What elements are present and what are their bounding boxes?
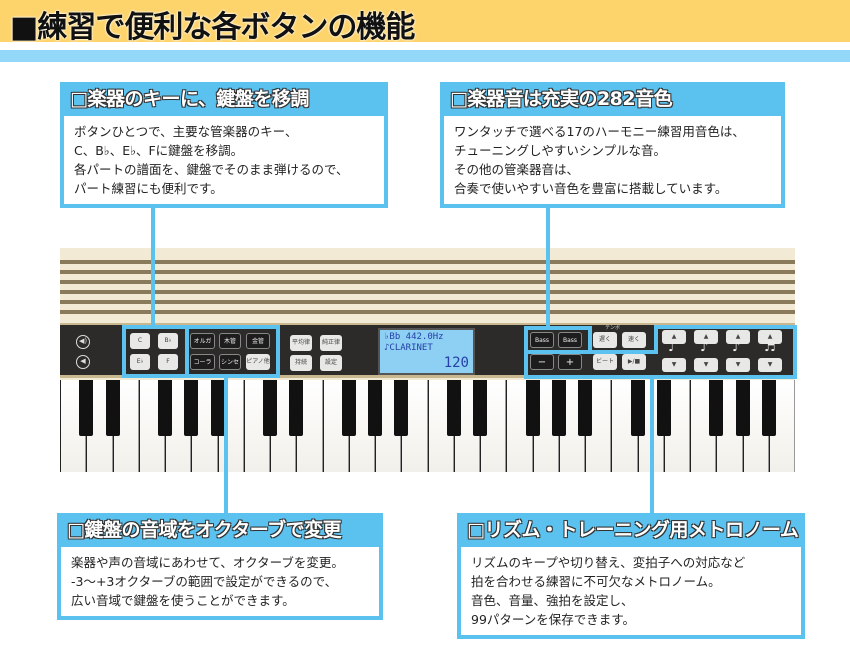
key-eb-button[interactable]: E♭ [130,354,150,370]
plus-button[interactable]: + [558,354,582,370]
black-key[interactable] [473,380,487,436]
note-icon: ♬ [764,340,776,355]
header-bar [0,0,850,42]
black-key[interactable] [158,380,172,436]
page-title: ■練習で便利な各ボタンの機能 [10,10,415,45]
feature-body: ボタンひとつで、主要な管楽器のキー、 C、B♭、E♭、Fに鍵盤を移調。 各パート… [64,116,384,204]
feature-tones: □楽器音は充実の282音色 ワンタッチで選べる17のハーモニー練習用音色は、 チ… [440,82,785,208]
just-intonation-button[interactable]: 純正律 [320,335,342,351]
metronome-up-button[interactable]: ▲ [694,330,718,344]
feature-title: □楽器音は充実の282音色 [450,88,673,110]
tone-brass-button[interactable]: 金管 [246,333,270,349]
metronome-down-button[interactable]: ▼ [694,358,718,372]
black-key[interactable] [551,380,566,436]
keyboard-image: ◀) ◀ C B♭ E♭ F オルガン 木管 金管 コーラス シンセ ピアノ他 … [60,248,795,472]
volume-down-icon[interactable]: ◀ [76,355,90,369]
tone-piano-button[interactable]: ピアノ他 [246,354,270,370]
tone-synth-button[interactable]: シンセ [219,354,241,370]
octave-down-button[interactable]: Bass [530,332,554,348]
black-key[interactable] [368,380,382,436]
control-panel: ◀) ◀ C B♭ E♭ F オルガン 木管 金管 コーラス シンセ ピアノ他 … [60,323,795,382]
equal-temperament-button[interactable]: 平均律 [290,335,312,351]
feature-body: ワンタッチで選べる17のハーモニー練習用音色は、 チューニングしやすいシンプルな… [444,116,781,204]
black-key[interactable] [210,380,225,436]
tempo-slow-button[interactable]: 遅く [593,332,617,348]
black-key[interactable] [630,380,645,436]
volume-up-icon[interactable]: ◀) [76,335,90,349]
feature-metronome: □リズム・トレーニング用メトロノーム リズムのキープや切り替え、変拍子への対応な… [457,513,805,639]
minus-button[interactable]: − [530,354,554,370]
metronome-up-button[interactable]: ▲ [758,330,782,344]
lcd-tempo: 120 [443,355,469,371]
black-key[interactable] [79,380,94,436]
metronome-down-button[interactable]: ▼ [662,358,686,372]
feature-title: □リズム・トレーニング用メトロノーム [467,519,799,541]
beat-button[interactable]: ビート [593,354,617,370]
black-key[interactable] [446,380,461,436]
sustain-button[interactable]: 持続 [290,355,312,371]
key-f-button[interactable]: F [158,354,178,370]
black-key[interactable] [263,380,277,436]
start-stop-button[interactable]: ▶/■ [622,354,646,370]
lcd-line2: ♪CLARINET [384,343,433,353]
metronome-up-button[interactable]: ▲ [726,330,750,344]
key-bb-button[interactable]: B♭ [158,333,178,349]
tone-chorus-button[interactable]: コーラス [190,354,215,382]
tone-woodwind-button[interactable]: 木管 [219,333,241,349]
feature-body: 楽器や声の音域にあわせて、オクターブを変更。 -3～+3オクターブの範囲で設定が… [61,547,379,616]
black-key[interactable] [578,380,592,436]
settings-button[interactable]: 設定 [320,355,342,371]
black-key[interactable] [394,380,409,436]
black-key[interactable] [105,380,120,436]
black-key[interactable] [656,380,671,436]
feature-transpose: □楽器のキーに、鍵盤を移調 ボタンひとつで、主要な管楽器のキー、 C、B♭、E♭… [60,82,388,208]
feature-octave: □鍵盤の音域をオクターブで変更 楽器や声の音域にあわせて、オクターブを変更。 -… [57,513,383,620]
feature-title: □楽器のキーに、鍵盤を移調 [70,88,309,110]
metronome-down-button[interactable]: ▼ [726,358,750,372]
key-c-button[interactable]: C [130,333,150,349]
metronome-up-button[interactable]: ▲ [662,330,686,344]
black-key[interactable] [525,380,540,436]
octave-up-button[interactable]: Bass [558,332,582,348]
piano-keys [60,380,795,472]
note-icon: ♪ [732,340,741,355]
feature-body: リズムのキープや切り替え、変拍子への対応など 拍を合わせる練習に不可欠なメトロノ… [461,547,801,635]
feature-title: □鍵盤の音域をオクターブで変更 [67,519,342,541]
divider-band [0,50,850,62]
lcd-display: ♭Bb 442.0Hz ♪CLARINET 120 [378,328,475,375]
black-key[interactable] [184,380,199,436]
black-key[interactable] [761,380,776,436]
note-icon: ♪ [700,340,709,355]
note-icon: ♩ [668,340,675,355]
tempo-label: テンポ [605,325,621,331]
black-key[interactable] [709,380,724,436]
black-key[interactable] [341,380,356,436]
tempo-fast-button[interactable]: 速く [622,332,646,348]
metronome-down-button[interactable]: ▼ [758,358,782,372]
lcd-line1: ♭Bb 442.0Hz [384,332,444,342]
black-key[interactable] [289,380,304,436]
black-key[interactable] [735,380,750,436]
